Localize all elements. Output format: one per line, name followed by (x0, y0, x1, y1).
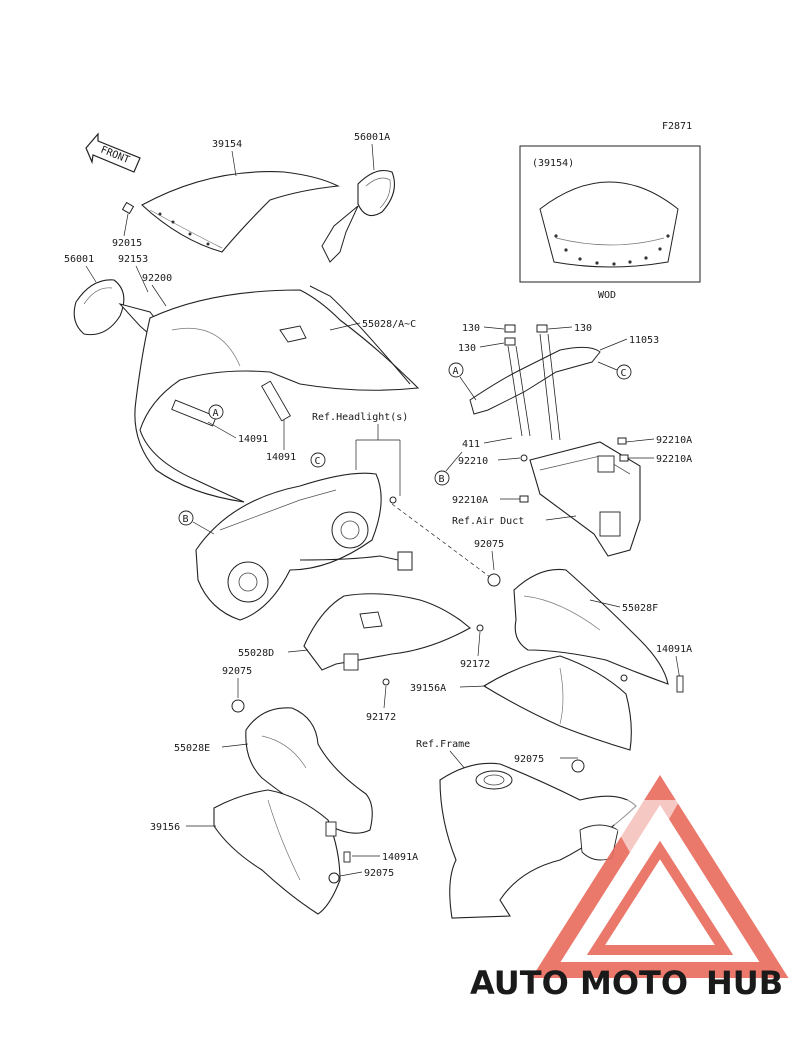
mirror-right-part (321, 169, 395, 263)
label-grommet-92075-a: 92075 (474, 539, 504, 550)
watermark-wordmark: AUTO MOTO HUB (470, 964, 783, 1002)
cowl-55028f-part (513, 568, 669, 685)
label-panel-39156: 39156 (150, 822, 180, 833)
label-cowl-55028e: 55028E (174, 743, 210, 754)
marker-c-headlight-label: C (315, 456, 321, 467)
label-mirror-right: 56001A (354, 132, 390, 143)
inset-box: (39154) WOD (519, 145, 701, 301)
label-nut-92210: 92210 (458, 456, 488, 467)
label-cowl-55028d: 55028D (238, 648, 274, 659)
label-bolt-92200: 92200 (142, 273, 172, 284)
front-arrow-icon: FRONT (85, 132, 141, 173)
label-screw-92015: 92015 (112, 238, 142, 249)
marker-c-bracket (616, 364, 632, 380)
label-bolt-130-b: 130 (458, 343, 476, 354)
label-nut-92210a-3: 92210A (452, 495, 488, 506)
frame-part (439, 762, 637, 919)
label-mirror-left: 56001 (64, 254, 94, 265)
panel-39156a-part (482, 655, 632, 751)
label-bracket-11053: 11053 (629, 335, 659, 346)
label-seal-14091-center: 14091 (266, 452, 296, 463)
upper-cowl-part (134, 285, 420, 503)
watermark-moto: MOTO (580, 964, 688, 1002)
marker-b-headlight (178, 510, 194, 526)
label-cowl-55028f: 55028F (622, 603, 658, 614)
marker-a-left (208, 404, 224, 420)
label-panel-39156a: 39156A (410, 683, 446, 694)
mirror-left-part (73, 279, 165, 341)
label-grommet-92075-d: 92075 (364, 868, 394, 879)
headlight-part (195, 472, 413, 621)
label-seal-14091a-right: 14091A (656, 644, 692, 655)
inset-title: (39154) (532, 158, 574, 169)
label-seal-14091-left: 14091 (238, 434, 268, 445)
label-ref-headlight: Ref.Headlight(s) (312, 412, 408, 423)
label-ref-frame: Ref.Frame (416, 739, 470, 750)
cowl-55028e-part (245, 707, 373, 834)
label-grommet-92075-b: 92075 (222, 666, 252, 677)
label-windshield: 39154 (212, 139, 242, 150)
label-grommet-92075-c: 92075 (514, 754, 544, 765)
label-bolt-130-c: 130 (574, 323, 592, 334)
marker-b-bracket-label: B (439, 474, 445, 485)
figure-code: F2871 (662, 121, 692, 132)
watermark-hub: HUB (706, 964, 783, 1002)
label-seal-14091a-left: 14091A (382, 852, 418, 863)
marker-b-bracket (434, 470, 450, 486)
marker-c-bracket-label: C (621, 368, 627, 379)
label-bolt-92172-a: 92172 (460, 659, 490, 670)
cowl-55028d-part (303, 593, 471, 671)
label-nut-92210a-1: 92210A (656, 435, 692, 446)
label-nut-92210a-2: 92210A (656, 454, 692, 465)
label-ref-air-duct: Ref.Air Duct (452, 516, 524, 527)
label-bolt-92153: 92153 (118, 254, 148, 265)
air-duct-part (529, 441, 641, 557)
marker-a-bracket (448, 362, 464, 378)
label-bolt-411: 411 (462, 439, 480, 450)
inset-caption: WOD (598, 290, 616, 301)
marker-c-headlight (310, 452, 326, 468)
label-bolt-92172-b: 92172 (366, 712, 396, 723)
marker-a-bracket-label: A (453, 366, 459, 377)
watermark-logo (531, 775, 789, 978)
panel-39156-part (213, 789, 341, 915)
label-upper-cowl: 55028/A~C (362, 319, 416, 330)
windshield-part (141, 171, 340, 253)
label-bolt-130-a: 130 (462, 323, 480, 334)
marker-b-headlight-label: B (183, 514, 189, 525)
watermark-auto: AUTO (470, 964, 569, 1002)
marker-a-left-label: A (213, 408, 219, 419)
bracket-part (469, 324, 601, 441)
